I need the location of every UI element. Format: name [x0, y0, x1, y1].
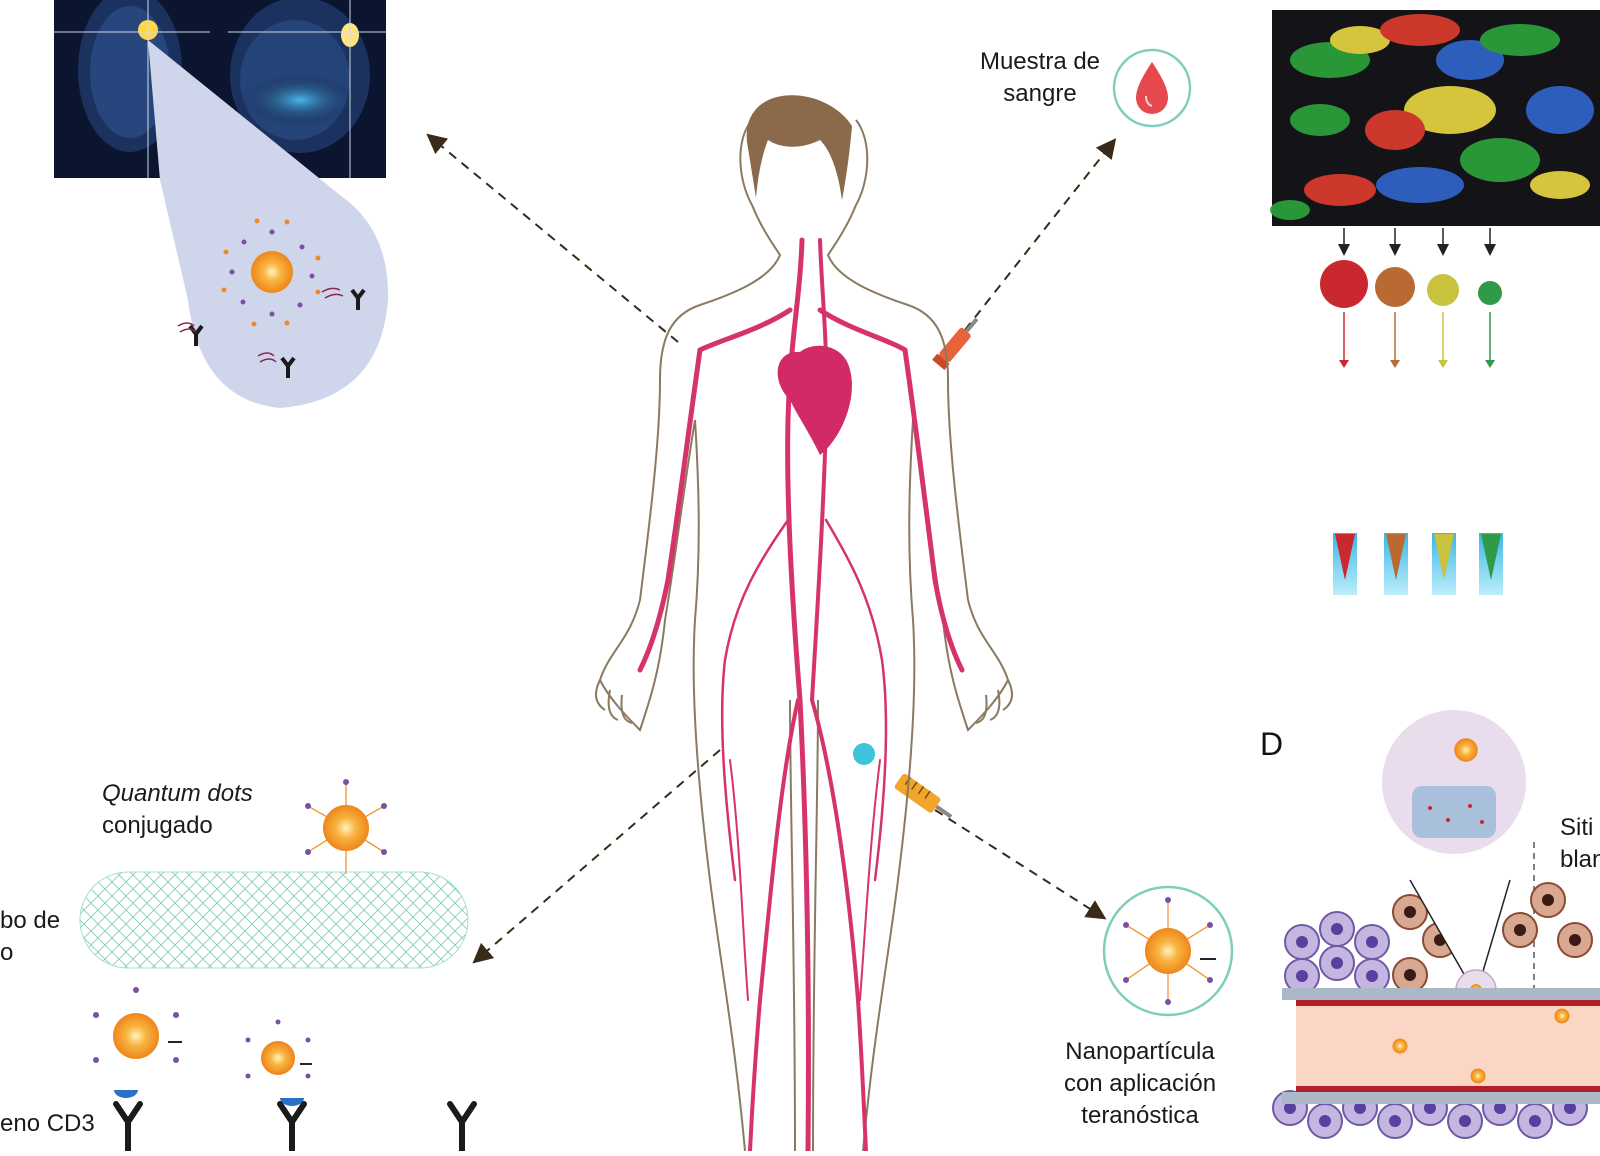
cell-layer-icon — [1272, 879, 1600, 1139]
carbon-nanotube-icon — [79, 871, 469, 969]
heatmap-icon — [1270, 10, 1600, 226]
syringe-icon — [894, 773, 953, 819]
blood-sample-line-1: Muestra de — [979, 48, 1101, 75]
quantum-dots-line-1: Quantum dots — [102, 780, 253, 807]
heart — [777, 345, 852, 455]
sensor-tips — [1333, 533, 1503, 595]
nanoparticle-line-3: teranóstica — [1081, 1102, 1199, 1129]
panel-letter-d: D — [1260, 726, 1284, 762]
cd3-antigen-label: eno CD3 — [0, 1110, 95, 1137]
antibody-icon — [113, 1101, 477, 1154]
nanoparticle-line-1: Nanopartícula — [1065, 1038, 1215, 1065]
dashed-arrows — [426, 133, 1117, 964]
quantum-dots-line-2: conjugado — [102, 812, 213, 839]
blood-sample-line-2: sangre — [1003, 80, 1077, 107]
nanoparticle-icon — [305, 779, 387, 874]
site-line-1: Siti — [1560, 814, 1594, 841]
site-line-2: blan — [1560, 846, 1600, 873]
human-body — [595, 119, 1013, 1152]
injection-site — [853, 743, 875, 765]
nanoparticle-icon — [221, 218, 321, 327]
site-label: Siti blan — [1560, 812, 1600, 876]
nanoparticle-icon — [245, 1019, 312, 1106]
hair — [746, 95, 852, 200]
blood-sample-label: Muestra de sangre — [970, 46, 1110, 110]
nanoparticle-icon — [93, 987, 182, 1098]
nanotube-line-1: bo de — [0, 907, 61, 934]
quantum-dots-label: Quantum dots conjugado — [102, 778, 253, 842]
nanoparticle-icon — [1102, 885, 1234, 1017]
nanotube-label: bo de o — [0, 905, 60, 969]
heatmap-outputs — [1320, 228, 1502, 368]
blood-vessels — [637, 237, 965, 1154]
nanoparticle-line-2: con aplicación — [1063, 1070, 1217, 1097]
nanoparticle-label: Nanopartícula con aplicación teranóstica — [1040, 1036, 1240, 1132]
syringe-icon — [932, 317, 979, 371]
blood-drop-icon — [1112, 48, 1192, 128]
antibody-icon — [188, 288, 366, 378]
mri-callout — [148, 40, 389, 408]
nanotube-line-2: o — [0, 939, 14, 966]
